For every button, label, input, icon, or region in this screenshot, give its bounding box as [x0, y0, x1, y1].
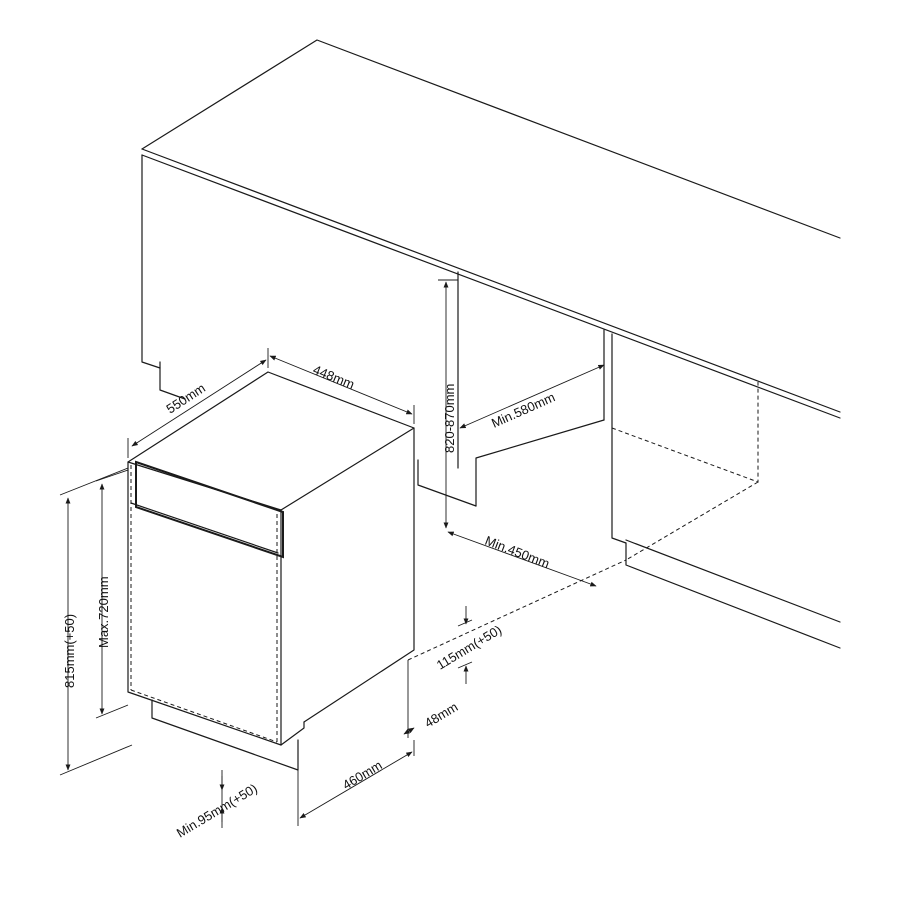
- plinth-panel: [151, 699, 299, 771]
- dishwasher-side: [303, 427, 415, 723]
- label-815: 815mm(+50): [62, 614, 77, 688]
- dishwasher: [127, 371, 415, 771]
- label-min-580: Min.580mm: [489, 389, 557, 430]
- label-max-720: Max.720mm: [96, 576, 111, 648]
- label-115: 115mm(+50): [434, 622, 504, 673]
- label-min-450: Min.450mm: [483, 533, 552, 571]
- dimension-labels: 448mm 550mm 820-870mm Min.580mm Min.450m…: [62, 362, 557, 841]
- dishwasher-top: [127, 371, 415, 511]
- label-460: 460mm: [340, 757, 385, 792]
- label-820-870: 820-870mm: [442, 384, 457, 453]
- right-cabinet: [611, 333, 841, 649]
- label-min-95: Min.95mm(+50): [174, 781, 260, 841]
- control-panel: [135, 460, 284, 559]
- recess-floor-outline: [407, 382, 759, 661]
- dimension-lines: [59, 279, 605, 828]
- label-448: 448mm: [311, 362, 357, 392]
- label-48: 48mm: [422, 699, 461, 730]
- left-cabinet: [141, 154, 477, 507]
- countertop: [141, 39, 841, 419]
- dishwasher-front: [127, 461, 282, 746]
